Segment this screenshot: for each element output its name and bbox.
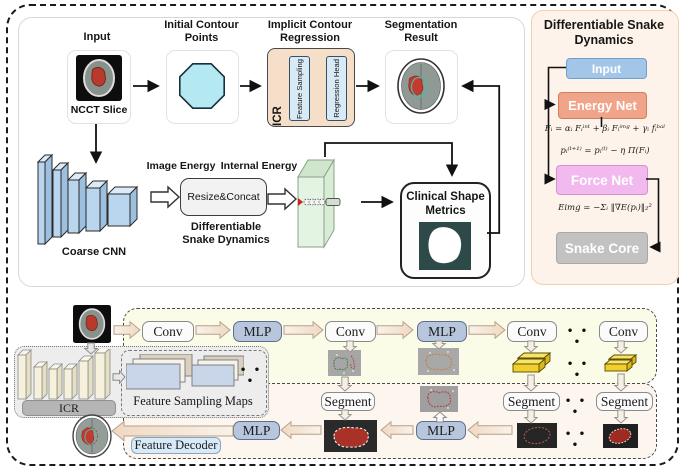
bottom-input-image bbox=[73, 305, 111, 343]
icr-module-box: ICR Feature Sampling Regression Head bbox=[267, 48, 355, 127]
diff-snake-caption: Differentiable Snake Dynamics bbox=[182, 221, 270, 247]
input-header: Input bbox=[83, 31, 111, 43]
segmentation-header: Segmentation Result bbox=[384, 19, 458, 45]
clinical-label: Clinical Shape Metrics bbox=[406, 191, 485, 218]
ncct-slice-card: NCCT Slice bbox=[67, 50, 131, 124]
yellow-feature-blocks-1 bbox=[511, 352, 552, 373]
mlp-box-2: MLP bbox=[417, 321, 467, 342]
snake-core-label: Snake Core bbox=[564, 240, 640, 256]
ncct-caption: NCCT Slice bbox=[70, 104, 128, 116]
conv-box-4: Conv bbox=[599, 321, 648, 342]
snake-input-box: Input bbox=[566, 58, 647, 79]
contour-step-image-2 bbox=[418, 348, 459, 375]
snake-panel-title: Differentiable Snake Dynamics bbox=[543, 18, 665, 48]
feature-sampling-maps-label: Feature Sampling Maps bbox=[133, 394, 253, 408]
contour-step-image-1 bbox=[328, 350, 361, 376]
contour-octagon bbox=[178, 62, 226, 110]
energy-volume-slab bbox=[297, 158, 341, 249]
segment-label-3: Segment bbox=[600, 393, 649, 409]
initial-contour-header: Initial Contour Points bbox=[164, 19, 239, 45]
energy-formula: Eimg = −Σᵢ ‖∇E(pᵢ)‖₂² bbox=[558, 203, 652, 213]
mlp-label-3: MLP bbox=[242, 422, 271, 438]
segmentation-result-image bbox=[397, 58, 445, 114]
mlp-box-4: MLP bbox=[416, 421, 466, 440]
feature-sampling-label: Feature Sampling bbox=[295, 58, 304, 119]
energy-net-box: Energy Net bbox=[558, 92, 647, 119]
mask-step-image-2 bbox=[603, 424, 638, 448]
conv-box-3: Conv bbox=[507, 321, 557, 342]
icr-label: ICR bbox=[272, 106, 284, 126]
segment-box-1: Segment bbox=[321, 392, 375, 411]
mlp-label-4: MLP bbox=[427, 422, 455, 438]
contour-step-image-3 bbox=[420, 386, 458, 412]
segmentation-result-card bbox=[385, 50, 458, 124]
snake-input-label: Input bbox=[591, 61, 622, 76]
segment-label-1: Segment bbox=[324, 393, 372, 409]
force-net-box: Force Net bbox=[556, 165, 648, 195]
feature-decoder-label: Feature Decoder bbox=[134, 438, 218, 452]
conv-box-1: Conv bbox=[142, 321, 194, 342]
regression-head-box: Regression Head bbox=[326, 56, 347, 121]
icr-encoder-stack bbox=[17, 349, 111, 400]
implicit-header: Implicit Contour Regression bbox=[267, 19, 353, 45]
mlp-box-1: MLP bbox=[233, 321, 282, 342]
bottom-output-image bbox=[72, 414, 112, 458]
resize-concat-box: Resize&Concat bbox=[180, 178, 267, 216]
feature-maps-ellipsis: • • • bbox=[239, 365, 263, 387]
image-energy-label: Image Energy bbox=[146, 160, 216, 172]
conv-label-2: Conv bbox=[335, 323, 366, 339]
feature-sample-detail bbox=[298, 198, 341, 206]
feature-decoder-box: Feature Decoder bbox=[131, 437, 221, 454]
force-formula: Fᵢ = αᵢ Fᵢⁱⁿᵗ + βᵢ Fᵢⁱᵐᵍ + γᵢ fᵢᵇᵃˡ bbox=[544, 124, 666, 134]
resize-concat-label: Resize&Concat bbox=[187, 191, 260, 203]
mask-step-image-1 bbox=[517, 423, 557, 448]
mlp-box-3: MLP bbox=[233, 421, 280, 440]
initial-contour-card bbox=[166, 50, 239, 124]
icr-bar-label: ICR bbox=[58, 400, 79, 415]
conv-box-2: Conv bbox=[325, 321, 376, 342]
segment-label-2: Segment bbox=[507, 393, 556, 409]
feature-row-ellipsis: • • • bbox=[566, 359, 590, 381]
coarse-cnn-label: Coarse CNN bbox=[61, 246, 127, 258]
mlp-label-1: MLP bbox=[243, 323, 272, 339]
conv-label-3: Conv bbox=[517, 323, 547, 339]
conv-label-1: Conv bbox=[153, 323, 183, 339]
segment-box-2: Segment bbox=[503, 392, 560, 411]
update-formula: pᵢ⁽ᵗ⁺¹⁾ = pᵢ⁽ᵗ⁾ − η Π(Fᵢ) bbox=[560, 146, 650, 156]
clinical-shape-metrics-box: Clinical Shape Metrics bbox=[400, 182, 491, 279]
conv-row-ellipsis: • • • bbox=[566, 326, 590, 348]
conv-label-4: Conv bbox=[608, 323, 639, 339]
final-mask-image bbox=[324, 420, 377, 452]
segment-box-3: Segment bbox=[596, 392, 653, 411]
snake-core-box: Snake Core bbox=[556, 232, 648, 264]
shape-mask-image bbox=[419, 222, 471, 270]
yellow-feature-blocks-2 bbox=[603, 354, 638, 372]
segment-row-ellipsis: • • • bbox=[564, 396, 588, 418]
icr-bar: ICR bbox=[22, 400, 116, 416]
feature-maps-stacks bbox=[126, 354, 244, 390]
internal-energy-label: Internal Energy bbox=[220, 160, 298, 172]
feature-sampling-box: Feature Sampling bbox=[289, 56, 310, 121]
force-net-label: Force Net bbox=[570, 172, 634, 188]
energy-net-label: Energy Net bbox=[568, 98, 637, 113]
coarse-cnn-blocks bbox=[36, 153, 139, 246]
regression-head-label: Regression Head bbox=[332, 59, 341, 118]
mask-row-ellipsis: • • • bbox=[564, 429, 588, 451]
mlp-label-2: MLP bbox=[428, 323, 456, 339]
ncct-slice-image bbox=[76, 55, 122, 101]
